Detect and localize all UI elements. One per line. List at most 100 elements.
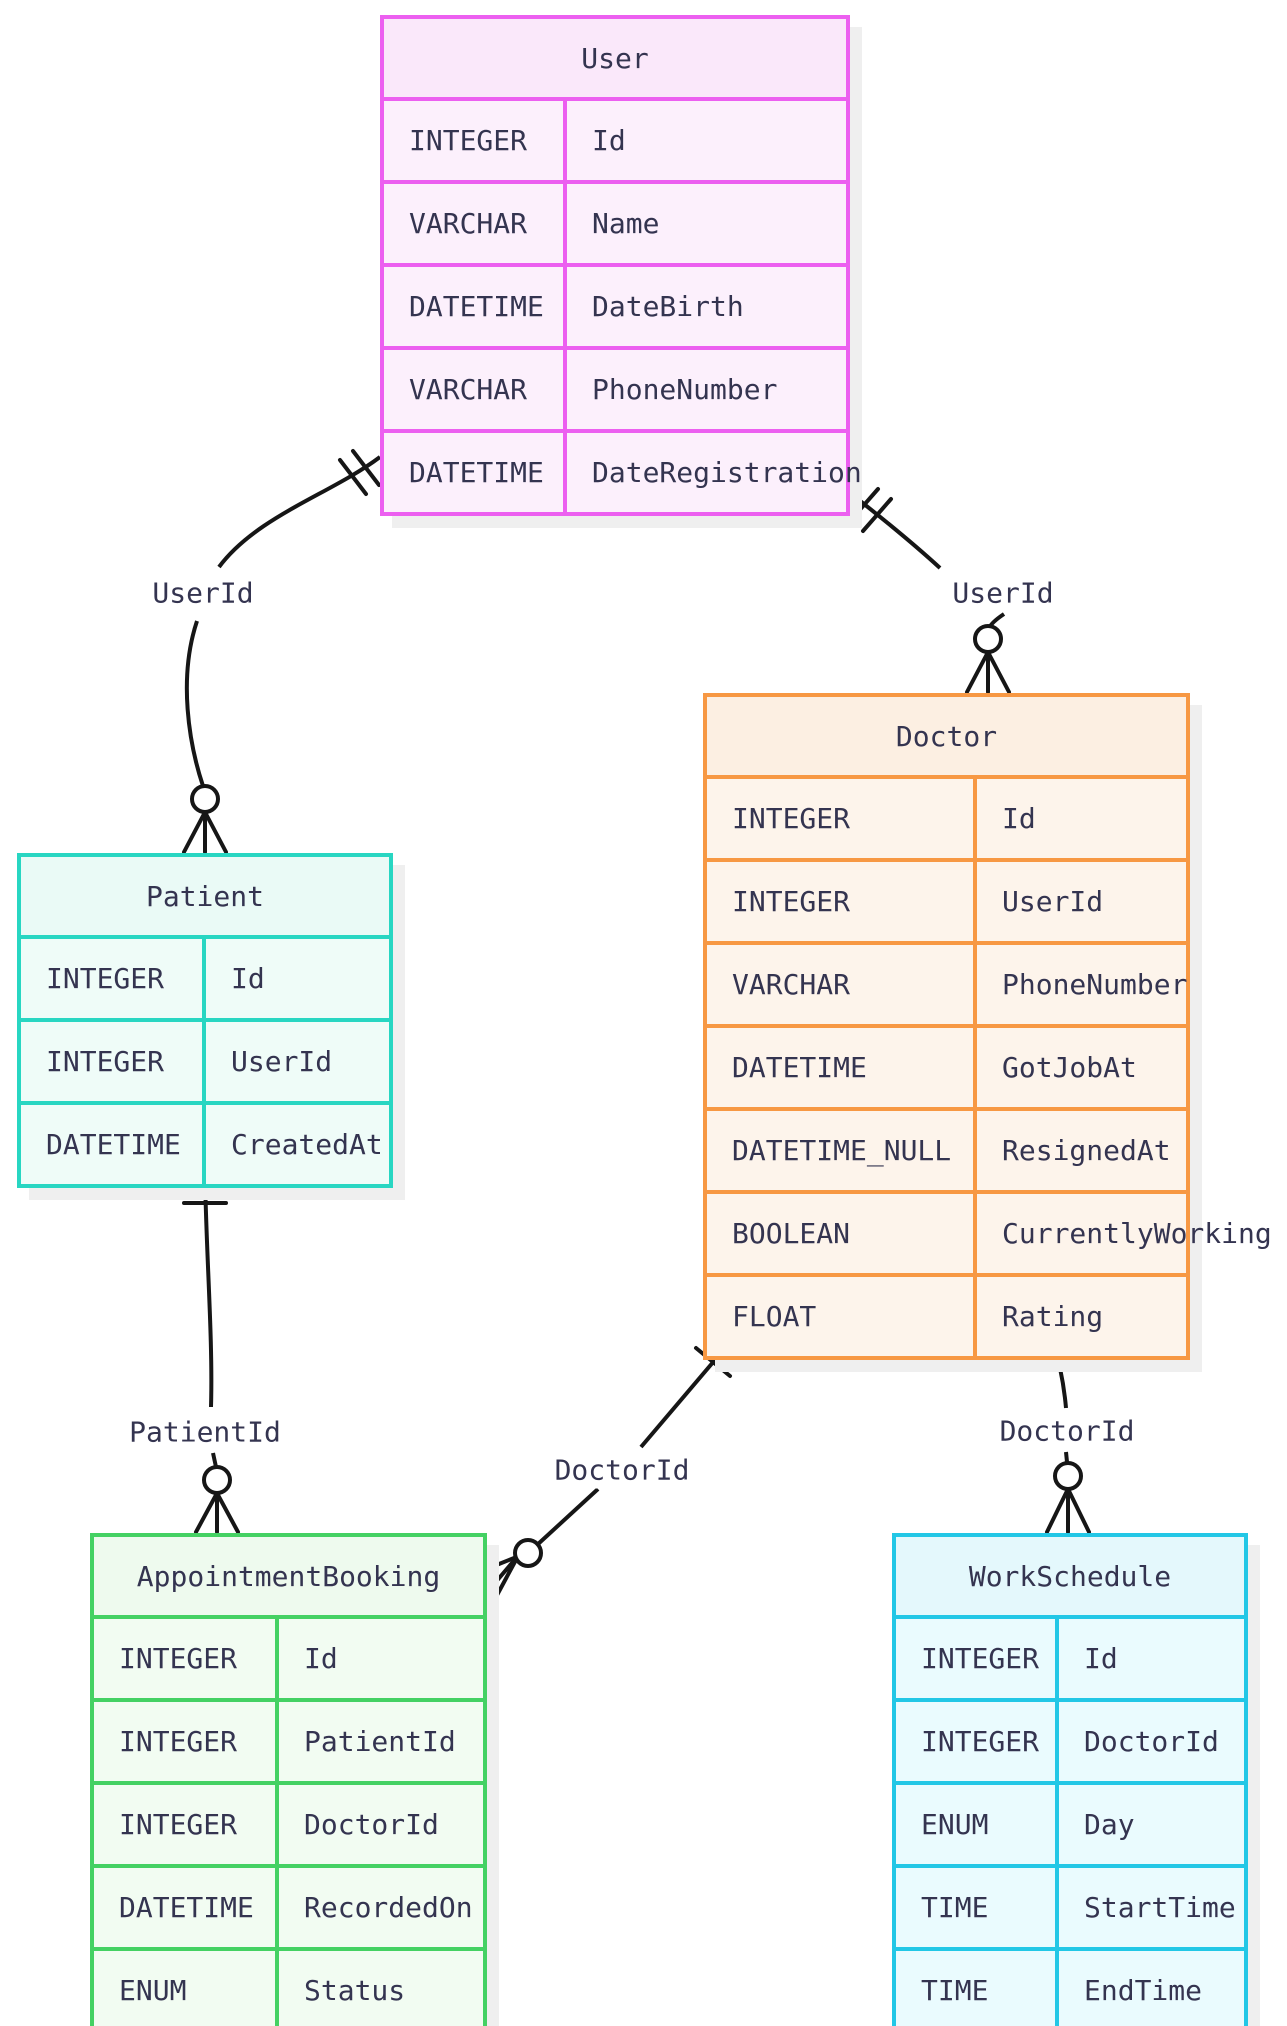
relationship-label-userid: UserId [144, 574, 262, 612]
attribute-name-cell: Id [1084, 1642, 1118, 1675]
entity-title: WorkSchedule [896, 1537, 1244, 1615]
attribute-type-cell: DATETIME [384, 433, 567, 512]
attribute-name-cell: Status [304, 1974, 406, 2007]
entity-title: Patient [21, 857, 389, 935]
edge-patient-appointmentbooking-one-marker [182, 1188, 228, 1205]
attribute-name-cell: Day [1084, 1808, 1135, 1841]
attribute-type-cell: INTEGER [94, 1619, 279, 1698]
attribute-type-cell: INTEGER [707, 779, 977, 858]
attribute-type-cell: DATETIME_NULL [707, 1111, 977, 1190]
attribute-name-cell: PhoneNumber [1002, 968, 1188, 1001]
edge-doctor-workschedule [1064, 1451, 1069, 1463]
attribute-row: TIME StartTime [896, 1864, 1244, 1947]
attribute-name-cell: UserId [231, 1045, 333, 1078]
attribute-row: INTEGER UserId [707, 858, 1186, 941]
attribute-type-cell: INTEGER [21, 939, 206, 1018]
edge-user-doctor [848, 491, 942, 570]
attribute-row: INTEGER DoctorId [896, 1698, 1244, 1781]
edge-doctor-appointmentbooking-zero-marker [513, 1538, 543, 1568]
edge-patient-appointmentbooking-zero-marker [202, 1465, 232, 1495]
attribute-name-cell: Name [592, 207, 660, 240]
attribute-type-cell: ENUM [896, 1785, 1059, 1864]
edge-doctor-appointmentbooking-many-marker [487, 1554, 521, 1612]
edge-user-patient-one-marker [338, 449, 381, 496]
attribute-name-cell: CreatedAt [231, 1128, 383, 1161]
attribute-name-cell: DateRegistration [592, 456, 862, 489]
attribute-name-cell: Id [304, 1642, 338, 1675]
attribute-name-cell: CurrentlyWorking [1002, 1217, 1272, 1250]
attribute-type-cell: TIME [896, 1951, 1059, 2026]
attribute-row: INTEGER Id [21, 935, 389, 1018]
attribute-type-cell: INTEGER [94, 1702, 279, 1781]
edge-user-doctor-one-marker [848, 487, 893, 533]
attribute-name-cell: RecordedOn [304, 1891, 473, 1924]
attribute-row: DATETIME_NULL ResignedAt [707, 1107, 1186, 1190]
attribute-type-cell: INTEGER [896, 1619, 1059, 1698]
edge-doctor-appointmentbooking [535, 1487, 600, 1547]
attribute-name-cell: Id [592, 124, 626, 157]
relationship-label-userid: UserId [944, 574, 1062, 612]
attribute-name-cell: StartTime [1084, 1891, 1236, 1924]
attribute-name-cell: Rating [1002, 1300, 1104, 1333]
attribute-name-cell: Id [231, 962, 265, 995]
attribute-type-cell: ENUM [94, 1951, 279, 2026]
relationship-label-doctorid: DoctorId [991, 1412, 1143, 1450]
attribute-type-cell: DATETIME [94, 1868, 279, 1947]
attribute-row: DATETIME DateRegistration [384, 429, 862, 512]
attribute-name-cell: UserId [1002, 885, 1104, 918]
attribute-name-cell: DoctorId [304, 1808, 439, 1841]
attribute-type-cell: DATETIME [21, 1105, 206, 1184]
attribute-row: BOOLEAN CurrentlyWorking [707, 1190, 1272, 1273]
attribute-row: DATETIME DateBirth [384, 263, 846, 346]
attribute-type-cell: INTEGER [896, 1702, 1059, 1781]
edge-user-patient [184, 620, 205, 787]
attribute-name-cell: ResignedAt [1002, 1134, 1171, 1167]
attribute-type-cell: DATETIME [707, 1028, 977, 1107]
attribute-row: DATETIME RecordedOn [94, 1864, 483, 1947]
attribute-row: INTEGER PatientId [94, 1698, 483, 1781]
attribute-type-cell: VARCHAR [384, 184, 567, 263]
entity-title: User [384, 19, 846, 97]
attribute-type-cell: INTEGER [707, 862, 977, 941]
attribute-row: VARCHAR PhoneNumber [384, 346, 846, 429]
entity-title: AppointmentBooking [94, 1537, 483, 1615]
attribute-row: INTEGER Id [896, 1615, 1244, 1698]
edge-doctor-workschedule-zero-marker [1053, 1461, 1083, 1491]
attribute-type-cell: DATETIME [384, 267, 567, 346]
edge-user-doctor-many-marker [965, 650, 1011, 694]
attribute-row: INTEGER Id [384, 97, 846, 180]
edge-patient-appointmentbooking [211, 1452, 218, 1468]
attribute-name-cell: DateBirth [592, 290, 744, 323]
entity-title: Doctor [707, 697, 1186, 775]
attribute-row: DATETIME CreatedAt [21, 1101, 389, 1184]
edge-patient-appointmentbooking-many-marker [194, 1491, 240, 1534]
attribute-row: FLOAT Rating [707, 1273, 1186, 1356]
attribute-row: ENUM Day [896, 1781, 1244, 1864]
attribute-row: INTEGER DoctorId [94, 1781, 483, 1864]
attribute-row: INTEGER Id [707, 775, 1186, 858]
attribute-name-cell: Id [1002, 802, 1036, 835]
attribute-row: VARCHAR Name [384, 180, 846, 263]
attribute-name-cell: PatientId [304, 1725, 456, 1758]
attribute-name-cell: PhoneNumber [592, 373, 778, 406]
attribute-type-cell: INTEGER [94, 1785, 279, 1864]
edge-user-patient [217, 455, 382, 569]
attribute-type-cell: TIME [896, 1868, 1059, 1947]
edge-user-doctor-zero-marker [973, 624, 1003, 654]
attribute-type-cell: BOOLEAN [707, 1194, 977, 1273]
attribute-type-cell: FLOAT [707, 1277, 977, 1356]
edge-doctor-workschedule-many-marker [1045, 1487, 1091, 1534]
edge-patient-appointmentbooking [203, 1172, 214, 1408]
attribute-name-cell: DoctorId [1084, 1725, 1219, 1758]
attribute-row: ENUM Status [94, 1947, 483, 2026]
attribute-type-cell: VARCHAR [384, 350, 567, 429]
attribute-type-cell: INTEGER [384, 101, 567, 180]
